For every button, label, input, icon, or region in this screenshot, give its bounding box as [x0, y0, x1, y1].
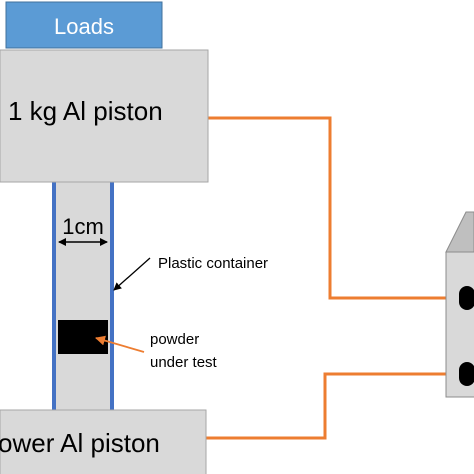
- plastic-container: [52, 178, 114, 418]
- powder-sample: [58, 320, 108, 354]
- powder-label-line1: powder: [150, 331, 199, 348]
- powder-callout-arrow: [95, 335, 145, 353]
- loads-label: Loads: [54, 14, 114, 39]
- upper-piston: [0, 49, 209, 183]
- loads-block: [5, 1, 163, 49]
- upper-wire: [208, 116, 460, 300]
- meter-device-top: [445, 211, 474, 253]
- meter-terminal-upper: [459, 286, 474, 310]
- lower-piston: [0, 409, 207, 474]
- lower-wire: [206, 372, 460, 440]
- powder-label-line2: under test: [150, 354, 218, 371]
- width-marker-label: 1cm: [62, 214, 104, 239]
- container-callout-arrow: [113, 257, 151, 291]
- lower-piston-label: ower Al piston: [0, 428, 160, 458]
- meter-terminal-lower: [459, 362, 474, 386]
- upper-piston-label: 1 kg Al piston: [8, 96, 163, 126]
- container-label: Plastic container: [158, 255, 268, 272]
